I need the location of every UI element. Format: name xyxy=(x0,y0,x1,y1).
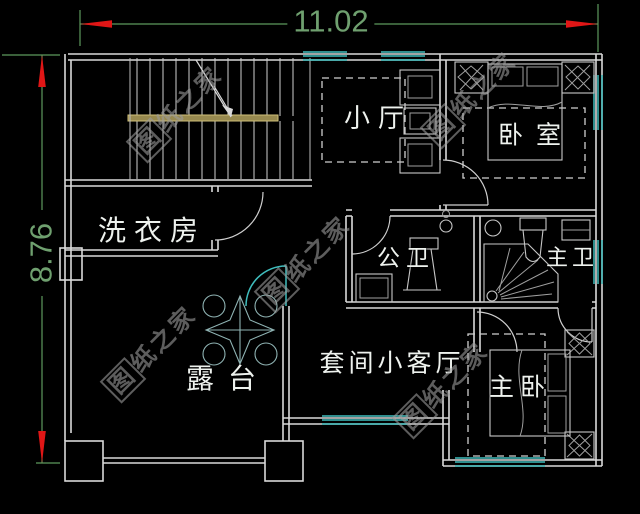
room-label-master-bedroom: 主卧 xyxy=(488,373,552,402)
door-bedroom xyxy=(442,159,489,206)
furniture-bedroom xyxy=(454,61,595,179)
door-laundry xyxy=(214,191,264,241)
door-master-bedroom xyxy=(476,311,518,353)
pillow xyxy=(547,395,567,434)
bed xyxy=(489,349,571,437)
armchair-bottom xyxy=(399,137,441,174)
pillow xyxy=(491,66,524,87)
terrace-chair xyxy=(202,294,226,318)
floor-drain xyxy=(439,219,453,233)
furniture-master-bedroom xyxy=(467,329,595,460)
terrace-furniture xyxy=(202,294,278,366)
stair-treads-upper xyxy=(136,58,294,116)
toilet-bowl xyxy=(403,248,441,291)
window-top-1 xyxy=(303,51,347,61)
nightstand-top xyxy=(564,329,595,358)
stair-direction-arrow-icon xyxy=(222,105,233,117)
shower-spray xyxy=(495,247,555,300)
room-label-suite-living: 套间小客厅 xyxy=(319,349,465,378)
dimension-width-value: 11.02 xyxy=(287,5,375,37)
terrace-railing xyxy=(103,457,265,464)
room-label-master-bath: 主卫 xyxy=(545,245,599,270)
dimension-arrow-left-icon xyxy=(80,20,112,28)
sink xyxy=(484,219,502,237)
window-master-bath-right xyxy=(593,240,603,284)
window-master-bedroom-bottom xyxy=(455,457,545,467)
door-terrace xyxy=(245,265,287,307)
window-living-bottom xyxy=(322,415,408,425)
dimension-top xyxy=(79,4,599,52)
stair-handrail xyxy=(127,114,279,122)
windows xyxy=(303,51,603,467)
window-top-2 xyxy=(381,51,425,61)
room-label-laundry: 洗衣房 xyxy=(97,215,207,246)
stair-treads-lower xyxy=(136,121,294,179)
toilet-tank xyxy=(519,217,547,231)
door-master-bath xyxy=(557,307,593,343)
fixtures-public-bath xyxy=(355,210,453,303)
master-bedroom-dashed-zone xyxy=(467,333,546,457)
pillow xyxy=(526,66,559,87)
dimension-extension-lines xyxy=(2,54,60,464)
bed xyxy=(487,63,563,161)
nightstand-bottom xyxy=(564,431,595,460)
toilet-bowl xyxy=(522,229,544,263)
dimension-extension-lines xyxy=(79,4,599,52)
terrace-structure xyxy=(64,440,304,482)
furniture-small-hall xyxy=(321,69,441,174)
dimension-left xyxy=(2,54,60,464)
shower-enclosure xyxy=(483,243,559,303)
room-label-small-hall: 小厅 xyxy=(343,103,413,133)
terrace-chair xyxy=(254,342,278,366)
dimension-height-value: 8.76 xyxy=(24,216,59,290)
terrace-chair xyxy=(202,342,226,366)
side-table xyxy=(403,107,437,135)
dimension-arrow-right-icon xyxy=(566,20,598,28)
dimension-arrow-down-icon xyxy=(38,431,46,463)
room-label-bedroom: 卧室 xyxy=(497,121,575,150)
armchair-top xyxy=(399,69,441,106)
room-label-terrace: 露台 xyxy=(185,363,271,394)
bedroom-dashed-zone xyxy=(462,107,586,179)
pillow xyxy=(547,353,567,392)
wall-column xyxy=(59,247,83,281)
room-label-public-bath: 公卫 xyxy=(377,244,435,271)
fixtures-master-bath xyxy=(483,217,591,303)
door-public-bath xyxy=(351,215,391,255)
doors xyxy=(214,159,593,353)
staircase xyxy=(127,58,294,180)
terrace-chair xyxy=(254,294,278,318)
terrace-column-right xyxy=(264,440,304,482)
small-hall-dashed-zone xyxy=(321,77,406,163)
washbasin xyxy=(355,273,393,303)
terrace-column-left xyxy=(64,440,104,482)
dimension-arrow-up-icon xyxy=(38,55,46,87)
interior-walls xyxy=(59,54,596,441)
